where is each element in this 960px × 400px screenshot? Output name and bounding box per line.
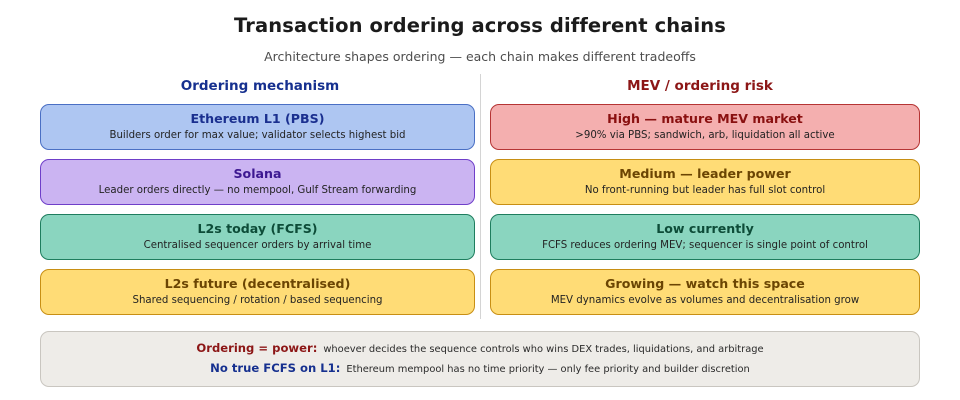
- column-heading-mev-risk: MEV / ordering risk: [627, 78, 773, 94]
- diagram-row: Ethereum L1 (PBS) Builders order for max…: [0, 104, 960, 150]
- footer-label: Ordering = power:: [196, 341, 318, 356]
- footer-line-ordering-power: Ordering = power: whoever decides the se…: [196, 341, 764, 356]
- card-title: Low currently: [656, 221, 754, 237]
- card-subtitle: Leader orders directly — no mempool, Gul…: [98, 184, 417, 196]
- footer-label: No true FCFS on L1:: [210, 361, 341, 375]
- card-l2s-today: L2s today (FCFS) Centralised sequencer o…: [40, 214, 475, 260]
- card-title: L2s future (decentralised): [164, 276, 351, 292]
- diagram-row: Solana Leader orders directly — no mempo…: [0, 159, 960, 205]
- card-subtitle: Shared sequencing / rotation / based seq…: [132, 294, 383, 306]
- diagram-row: L2s today (FCFS) Centralised sequencer o…: [0, 214, 960, 260]
- card-title: Growing — watch this space: [605, 276, 805, 292]
- card-title: Ethereum L1 (PBS): [190, 111, 325, 127]
- card-grid: Ethereum L1 (PBS) Builders order for max…: [0, 104, 960, 324]
- page-title: Transaction ordering across different ch…: [234, 14, 726, 37]
- card-solana: Solana Leader orders directly — no mempo…: [40, 159, 475, 205]
- card-mev-growing: Growing — watch this space MEV dynamics …: [490, 269, 920, 315]
- card-subtitle: FCFS reduces ordering MEV; sequencer is …: [542, 239, 868, 251]
- card-subtitle: Centralised sequencer orders by arrival …: [143, 239, 372, 251]
- card-title: Medium — leader power: [619, 166, 791, 182]
- card-subtitle: No front-running but leader has full slo…: [584, 184, 826, 196]
- card-ethereum-l1: Ethereum L1 (PBS) Builders order for max…: [40, 104, 475, 150]
- column-heading-ordering-mechanism: Ordering mechanism: [180, 78, 340, 94]
- card-mev-high: High — mature MEV market >90% via PBS; s…: [490, 104, 920, 150]
- footer-note: Ordering = power: whoever decides the se…: [40, 331, 920, 387]
- card-l2s-future: L2s future (decentralised) Shared sequen…: [40, 269, 475, 315]
- footer-line-no-fcfs: No true FCFS on L1: Ethereum mempool has…: [210, 361, 750, 376]
- card-mev-low: Low currently FCFS reduces ordering MEV;…: [490, 214, 920, 260]
- card-title: Solana: [233, 166, 282, 182]
- card-subtitle: >90% via PBS; sandwich, arb, liquidation…: [575, 129, 835, 141]
- card-title: High — mature MEV market: [607, 111, 803, 127]
- card-mev-medium: Medium — leader power No front-running b…: [490, 159, 920, 205]
- diagram-row: L2s future (decentralised) Shared sequen…: [0, 269, 960, 315]
- footer-text: whoever decides the sequence controls wh…: [323, 344, 764, 356]
- page-subtitle: Architecture shapes ordering — each chai…: [264, 49, 696, 64]
- card-subtitle: Builders order for max value; validator …: [109, 129, 406, 141]
- card-title: L2s today (FCFS): [197, 221, 318, 237]
- card-subtitle: MEV dynamics evolve as volumes and decen…: [550, 294, 860, 306]
- footer-text: Ethereum mempool has no time priority — …: [346, 364, 750, 375]
- column-divider: [480, 74, 481, 319]
